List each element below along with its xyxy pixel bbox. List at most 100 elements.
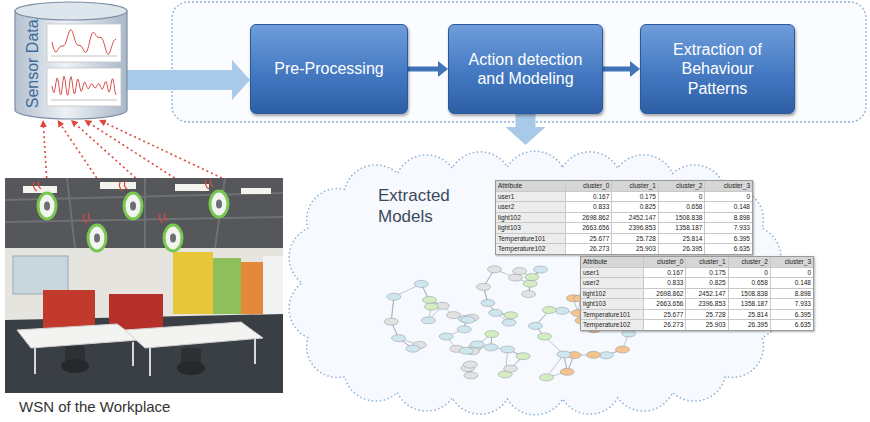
sensor-ring (124, 193, 142, 219)
desk (17, 324, 139, 348)
graph-node (461, 316, 475, 323)
node-label: Pre-Processing (264, 59, 393, 78)
graph-node (485, 331, 499, 338)
graph-node (555, 307, 569, 314)
photo-caption: WSN of the Workplace (19, 398, 170, 415)
graph-node (489, 309, 503, 316)
process-box: Pre-Processing (250, 24, 408, 114)
table-cell: 0.167 (644, 268, 686, 279)
table-cell: light103 (496, 223, 566, 234)
table-cell: Temperature101 (496, 234, 566, 245)
graph-node (384, 318, 398, 325)
graph-node (414, 280, 428, 287)
table-cell: 2396.853 (612, 223, 659, 234)
workplace-illustration (5, 178, 283, 393)
graph-node (476, 283, 490, 290)
chair (61, 359, 89, 373)
graph-node (464, 372, 478, 379)
table-cell: light102 (581, 289, 644, 300)
table-cell: 0.175 (686, 268, 728, 279)
graph-node (406, 345, 420, 352)
table-cell: Temperature101 (581, 310, 644, 321)
graph-node (487, 266, 501, 273)
table-cell: 2663.656 (566, 223, 613, 234)
ceiling-light (100, 182, 136, 189)
signal-wave (205, 179, 213, 189)
pipeline-frame (172, 2, 866, 122)
sensor-core (216, 200, 222, 209)
graph-node (504, 312, 518, 319)
graph-node (534, 266, 548, 273)
graph-node (525, 274, 539, 281)
table-cell: 0.148 (705, 202, 752, 213)
table-cell: 26.395 (729, 320, 771, 330)
signal-wave (159, 213, 167, 223)
sensor-signal (52, 30, 116, 55)
ceiling (5, 178, 283, 393)
sensor-core (170, 234, 176, 243)
white-panel (263, 256, 283, 316)
sensor-ring (88, 225, 106, 251)
table-cell: 0.825 (612, 202, 659, 213)
graph-node (502, 319, 516, 326)
graph-node (599, 352, 613, 359)
graph-node (513, 268, 527, 275)
table-header: cluster_0 (644, 257, 686, 268)
table-header: cluster_2 (729, 257, 771, 268)
signal-arrow (90, 124, 174, 178)
graph-node (516, 353, 530, 360)
red-partition (43, 290, 95, 330)
table-cell: 0.833 (566, 202, 613, 213)
sensor-ring (38, 193, 56, 219)
cluster-table: Attributecluster_0cluster_1cluster_2clus… (580, 256, 814, 331)
ceiling-grid (5, 178, 283, 248)
yellow-panel (173, 252, 213, 314)
table-cell: 2663.656 (644, 299, 686, 310)
table-header: cluster_0 (566, 181, 613, 192)
sensor-signal (52, 76, 116, 95)
table-cell: 0.658 (659, 202, 706, 213)
chart-panel (47, 68, 121, 106)
graph-node (587, 351, 601, 358)
sensor-core (130, 202, 136, 211)
graph-node (522, 291, 536, 298)
table-cell: 25.903 (612, 244, 659, 254)
table-cell: light102 (496, 213, 566, 224)
table-cell: 0.833 (644, 278, 686, 289)
graph-node (392, 335, 406, 342)
graph-node (424, 303, 438, 310)
table-header: cluster_1 (686, 257, 728, 268)
cylinder-top (15, 2, 127, 20)
table-cell: 26.273 (566, 244, 613, 254)
flow-arrow (516, 114, 536, 127)
flow-arrow (408, 67, 438, 72)
graph-node (387, 293, 401, 300)
table-cell: Temperature102 (581, 320, 644, 330)
graph-node (560, 368, 574, 375)
process-box: Extraction of Behaviour Patterns (640, 24, 795, 114)
green-panel (213, 258, 241, 314)
database-cylinder: Sensor Data (15, 2, 127, 120)
ceiling-light (23, 186, 57, 193)
process-box: Action detection and Modeling (448, 24, 603, 114)
chair (177, 361, 205, 375)
sensor-core (44, 202, 50, 211)
table-cell: 25.677 (644, 310, 686, 321)
table-cell: 6.635 (771, 320, 813, 330)
table-cell: 0.175 (612, 192, 659, 203)
table-cell: light103 (581, 299, 644, 310)
table-cell: 8.898 (771, 289, 813, 300)
table-header: Attribute (581, 257, 644, 268)
sensor-core (94, 234, 100, 243)
ceiling-light (175, 184, 209, 191)
table-cell: 26.395 (659, 244, 706, 254)
signal-arrow (105, 123, 222, 178)
table-cell: 0 (659, 192, 706, 203)
table-cell: 0.825 (686, 278, 728, 289)
signal-wave (33, 181, 41, 191)
graph-node (504, 365, 518, 372)
store-label: Sensor Data (23, 20, 41, 109)
graph-node (508, 274, 522, 281)
table-cell: 6.395 (771, 310, 813, 321)
